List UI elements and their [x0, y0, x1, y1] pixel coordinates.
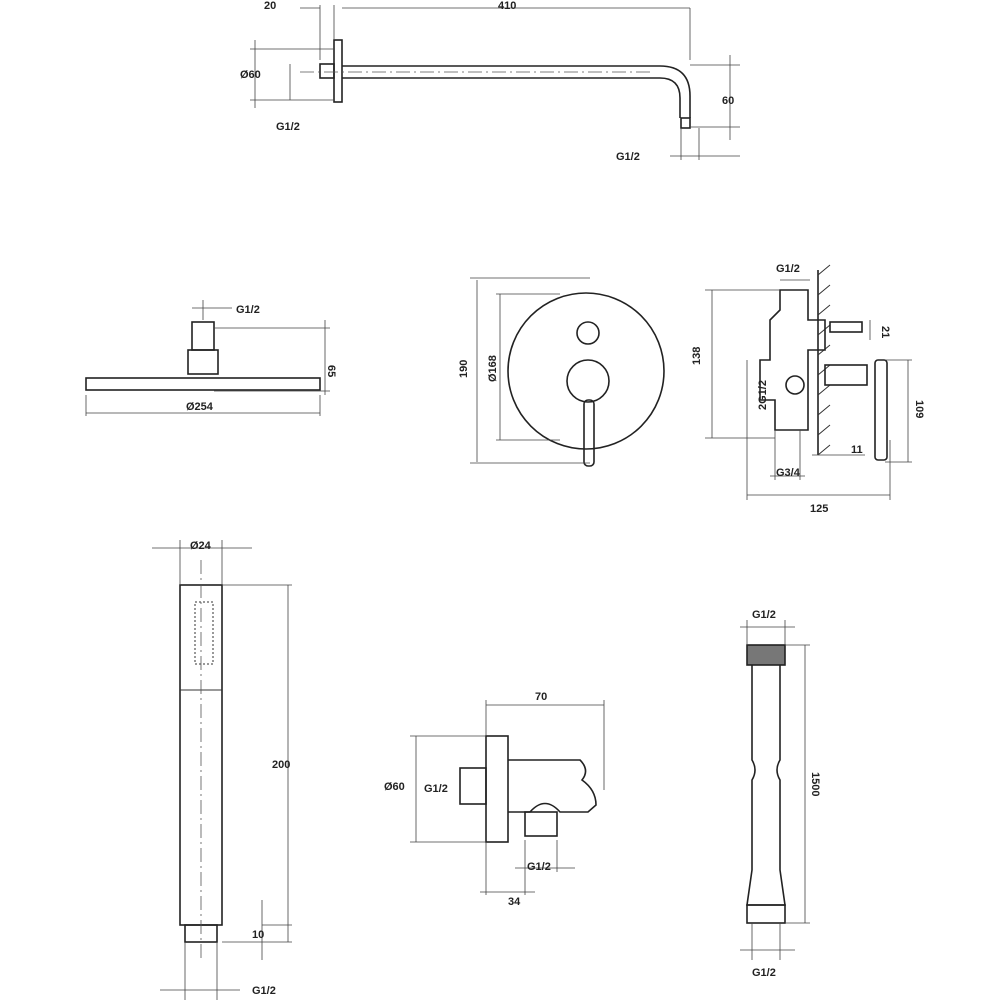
- head-diameter-dim: Ø254: [186, 401, 214, 413]
- side-height-dim: 138: [691, 347, 703, 365]
- hand-shower-diameter-dim: Ø24: [190, 540, 212, 552]
- side-top-thread-label: G1/2: [776, 263, 800, 275]
- arm-wall-thread-label: G1/2: [276, 121, 300, 133]
- mixer-outer-dim: 190: [458, 360, 470, 378]
- hose-bottom-nut: [746, 904, 786, 924]
- arm-outlet: [680, 117, 691, 129]
- diverter-stem: [829, 321, 863, 333]
- side-bottom-thread-label: G3/4: [776, 467, 801, 479]
- elbow-offset-dim: 34: [508, 896, 521, 908]
- head-swivel: [187, 349, 219, 375]
- head-height-dim: 65: [325, 365, 337, 377]
- hose-bottom-thread-label: G1/2: [752, 967, 776, 979]
- hose-top-thread-label: G1/2: [752, 609, 776, 621]
- elbow-outlet-thread-label: G1/2: [527, 861, 551, 873]
- arm-length-dim: 410: [498, 0, 516, 12]
- elbow-length-dim: 70: [535, 691, 547, 703]
- head-nut: [191, 321, 215, 351]
- arm-drop-dim: 60: [722, 95, 734, 107]
- hose-body: [746, 665, 786, 906]
- hose-drawing: G1/2 1500 G1/2: [740, 609, 821, 979]
- arm-diameter-dim: Ø60: [240, 69, 261, 81]
- hose-length-dim: 1500: [809, 772, 821, 796]
- spray-nozzles: [194, 601, 214, 665]
- mixer-lever: [583, 399, 595, 467]
- arm-wall-thread: [319, 63, 335, 79]
- hand-shower-length-dim: 200: [272, 759, 290, 771]
- shower-arm-drawing: 20 410 Ø60 G1/2 60 G1/2: [240, 0, 740, 163]
- side-depth-small-dim: 11: [851, 444, 863, 456]
- arm-flange: [333, 39, 343, 103]
- wall-elbow-drawing: 70 Ø60 G1/2 G1/2 34: [384, 691, 605, 908]
- mixer-handle-base: [566, 359, 610, 403]
- elbow-holder: [508, 759, 597, 813]
- shower-head-drawing: G1/2 65 Ø254: [85, 300, 337, 416]
- mixer-front-drawing: 190 Ø168: [458, 277, 665, 467]
- arm-outlet-thread-label: G1/2: [616, 151, 640, 163]
- mixer-inner-dim: Ø168: [487, 355, 499, 382]
- elbow-diameter-dim: Ø60: [384, 781, 405, 793]
- mixer-body: [759, 289, 826, 431]
- elbow-outlet-thread: [524, 811, 558, 837]
- side-depth-dim: 125: [810, 503, 828, 515]
- hand-shower-thread-len-dim: 10: [252, 929, 264, 941]
- side-port: [785, 375, 805, 395]
- side-port-thread-label: 2G1/2: [757, 380, 769, 410]
- elbow-wall-thread: [459, 767, 487, 805]
- handle-base-side: [824, 364, 868, 386]
- head-thread-label: G1/2: [236, 304, 260, 316]
- head-plate: [85, 377, 321, 391]
- diverter-knob: [576, 321, 600, 345]
- side-handle-dim: 109: [913, 400, 925, 418]
- hand-shower-thread-label: G1/2: [252, 985, 276, 997]
- elbow-wall-thread-label: G1/2: [424, 783, 448, 795]
- hose-top-nut: [746, 644, 786, 666]
- mixer-side-drawing: G1/2 138 21 2G1/2 109 G3/4 11 125: [691, 263, 925, 515]
- mixer-cover-plate: [507, 292, 665, 450]
- hand-shower-drawing: Ø24 200 10 G1/2: [152, 540, 292, 1000]
- side-pipe-dim: 21: [879, 326, 891, 338]
- arm-pipe: [342, 65, 691, 118]
- arm-flange-dim: 20: [264, 0, 276, 12]
- elbow-flange: [485, 735, 509, 843]
- lever-side: [874, 359, 888, 461]
